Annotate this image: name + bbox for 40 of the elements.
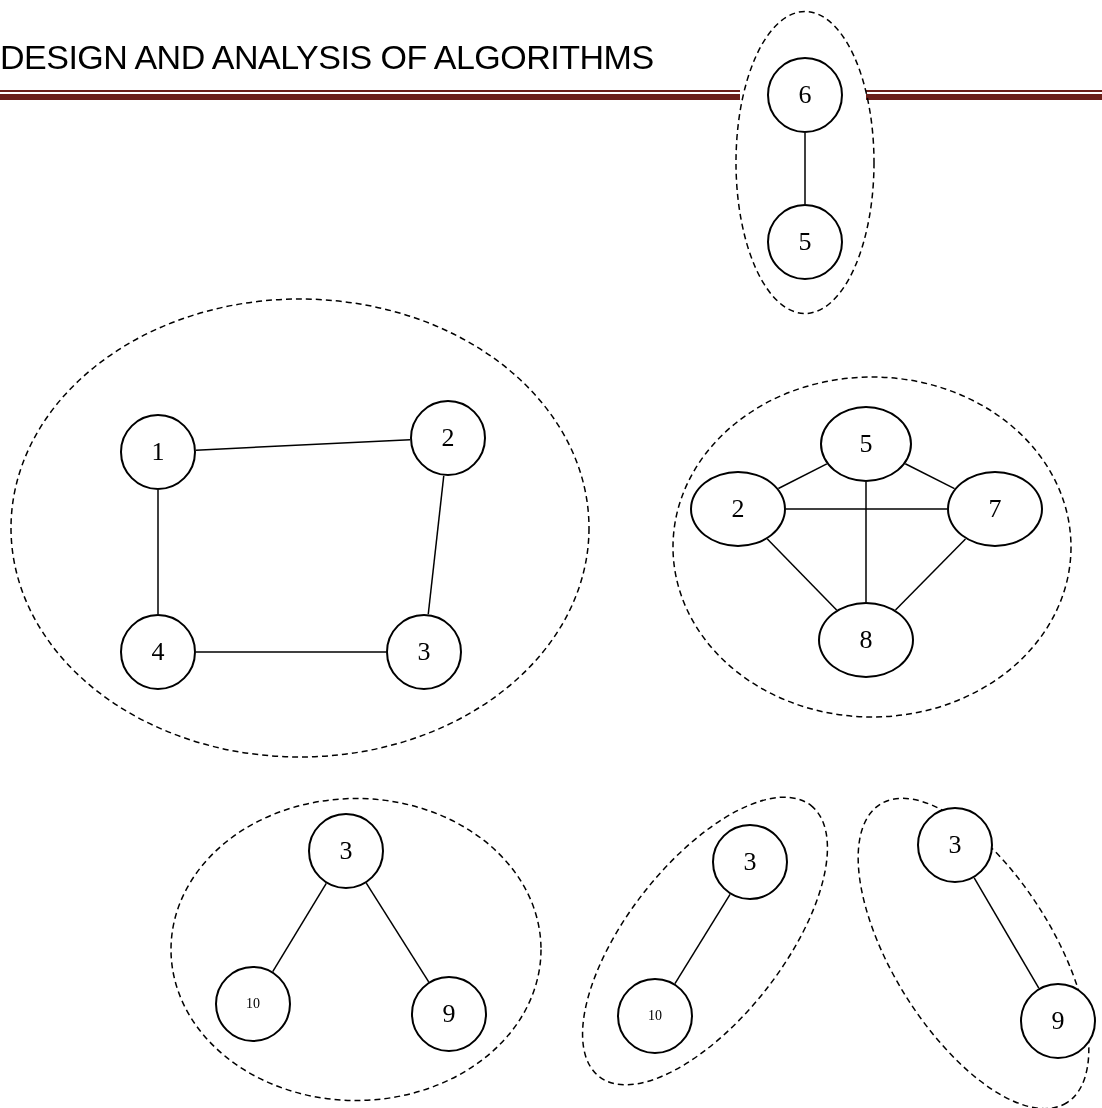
vertex-label: 8 xyxy=(859,627,873,653)
graph-edge xyxy=(785,508,948,510)
vertex-label: 9 xyxy=(1051,1008,1065,1034)
dashed-group-ellipse xyxy=(10,298,590,758)
vertex-label: 3 xyxy=(743,849,757,875)
vertex-label: 2 xyxy=(441,425,455,451)
dashed-group-ellipse xyxy=(735,10,875,315)
vertex-label: 3 xyxy=(339,838,353,864)
graph-edge xyxy=(865,481,867,603)
vertex-label: 10 xyxy=(246,997,260,1011)
graph-edge xyxy=(427,475,445,615)
graph-edge xyxy=(674,893,731,985)
page-header-title: DESIGN AND ANALYSIS OF ALGORITHMS xyxy=(0,40,654,74)
graph-edge xyxy=(766,538,838,611)
vertex-circle xyxy=(712,824,788,900)
graph-edge xyxy=(894,538,967,611)
graph-edge xyxy=(365,882,430,983)
vertex-label: 1 xyxy=(151,439,165,465)
dashed-group-ellipse xyxy=(672,376,1072,718)
vertex-label: 5 xyxy=(859,431,873,457)
vertex-label: 5 xyxy=(798,229,812,255)
graph-edge xyxy=(777,463,828,490)
vertex-label: 3 xyxy=(948,832,962,858)
vertex-circle xyxy=(690,471,786,547)
vertex-label: 9 xyxy=(442,1001,456,1027)
vertex-label: 3 xyxy=(417,639,431,665)
graph-edge xyxy=(272,882,327,973)
graph-edge xyxy=(195,651,387,653)
dashed-group-ellipse xyxy=(581,796,829,1086)
graph-edge xyxy=(804,132,806,205)
vertex-label: 2 xyxy=(731,496,745,522)
graph-edge xyxy=(157,489,159,615)
graph-edge xyxy=(973,877,1040,989)
dashed-group-ellipse xyxy=(170,797,542,1102)
vertex-label: 7 xyxy=(988,496,1002,522)
vertex-label: 4 xyxy=(151,639,165,665)
vertex-label: 10 xyxy=(648,1009,662,1023)
graph-edge xyxy=(195,439,411,451)
vertex-label: 6 xyxy=(798,82,812,108)
graph-edge xyxy=(904,463,956,490)
